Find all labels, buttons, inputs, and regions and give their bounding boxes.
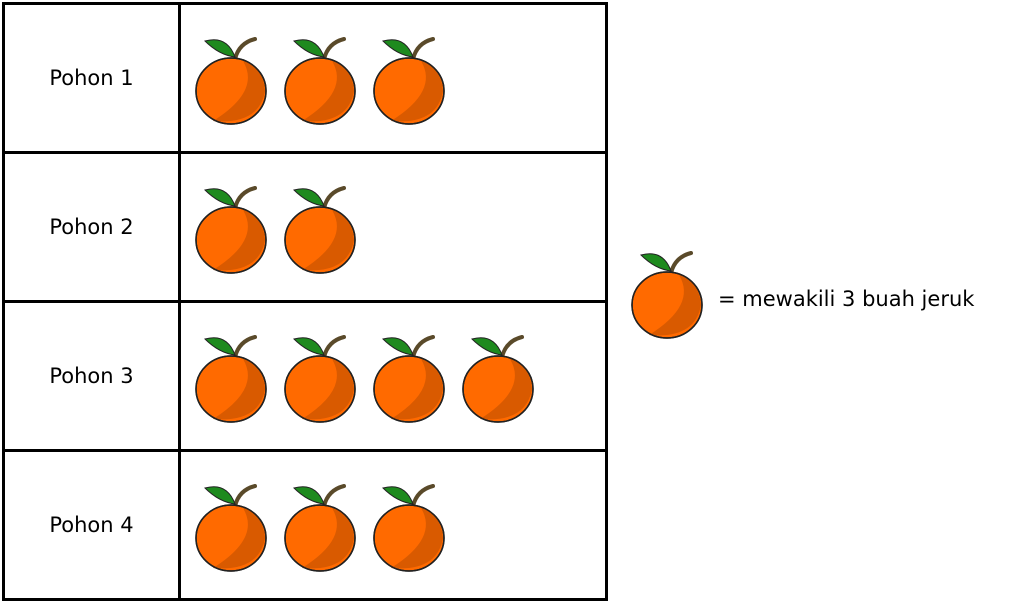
table-row: Pohon 1 xyxy=(2,2,608,154)
table-row: Pohon 3 xyxy=(2,300,608,452)
table-row: Pohon 2 xyxy=(2,151,608,303)
row-label: Pohon 3 xyxy=(2,300,181,452)
orange-icon xyxy=(195,484,267,572)
legend-text: = mewakili 3 buah jeruk xyxy=(718,287,975,311)
row-label: Pohon 4 xyxy=(2,449,181,601)
orange-icon xyxy=(462,335,534,423)
orange-icon xyxy=(284,335,356,423)
legend: = mewakili 3 buah jeruk xyxy=(630,248,974,340)
orange-icon xyxy=(284,186,356,274)
row-icons xyxy=(178,2,608,154)
orange-icon xyxy=(195,37,267,125)
table-row: Pohon 4 xyxy=(2,449,608,601)
row-icons xyxy=(178,300,608,452)
orange-icon xyxy=(195,335,267,423)
row-label: Pohon 2 xyxy=(2,151,181,303)
row-icons xyxy=(178,449,608,601)
orange-icon xyxy=(373,37,445,125)
orange-icon xyxy=(284,484,356,572)
row-label: Pohon 1 xyxy=(2,2,181,154)
orange-icon xyxy=(195,186,267,274)
orange-icon xyxy=(284,37,356,125)
pictograph-table: Pohon 1 Pohon 2 Pohon 3 xyxy=(2,2,608,601)
orange-icon xyxy=(373,335,445,423)
orange-icon xyxy=(373,484,445,572)
row-icons xyxy=(178,151,608,303)
legend-orange-icon xyxy=(631,251,703,339)
orange-icon xyxy=(631,251,703,339)
